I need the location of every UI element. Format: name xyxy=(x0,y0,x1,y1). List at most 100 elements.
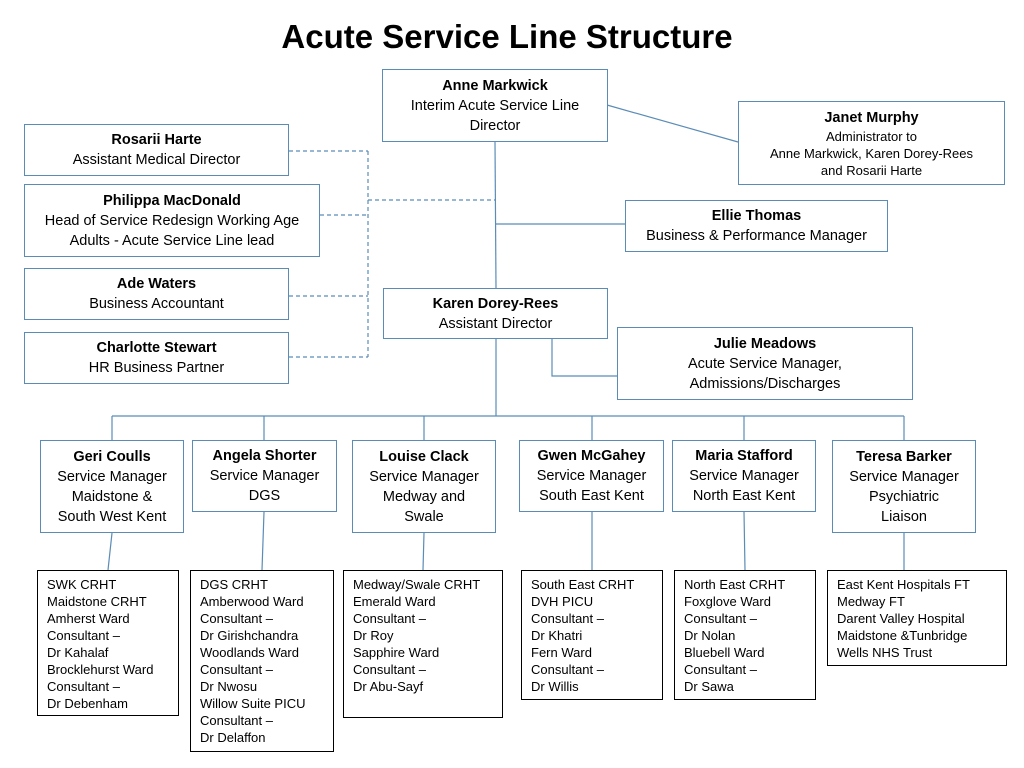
manager-box-louise: Louise Clack Service Manager Medway and … xyxy=(352,440,496,533)
advisor-box-rosarii: Rosarii Harte Assistant Medical Director xyxy=(24,124,289,176)
manager-line: Service Manager xyxy=(689,468,799,484)
assistant-director-name: Karen Dorey-Rees xyxy=(432,295,559,312)
list-item: Dr Sawa xyxy=(684,679,734,694)
administrator-role-line1: Administrator to xyxy=(825,128,918,144)
acute-manager-name: Julie Meadows xyxy=(713,335,817,352)
list-item: Dr Girishchandra xyxy=(200,628,299,643)
list-item: Dr Khatri xyxy=(531,628,583,643)
list-item: South East CRHT xyxy=(531,577,635,592)
list-item: Darent Valley Hospital xyxy=(837,611,965,626)
manager-name: Gwen McGahey xyxy=(537,448,646,464)
advisor-role: Assistant Medical Director xyxy=(72,152,241,168)
advisor-name: Ade Waters xyxy=(116,276,197,292)
list-item: Consultant – xyxy=(531,662,604,677)
advisor-role-line2: Adults - Acute Service Line lead xyxy=(69,232,275,249)
list-item: Consultant – xyxy=(200,713,273,728)
list-item: Dr Nwosu xyxy=(200,679,258,694)
acute-manager-box: Julie Meadows Acute Service Manager, Adm… xyxy=(617,327,913,400)
advisor-name: Rosarii Harte xyxy=(111,132,202,148)
manager-line: Service Manager xyxy=(369,468,479,485)
list-item: Consultant – xyxy=(47,679,120,694)
acute-manager-role-line2: Admissions/Discharges xyxy=(689,375,841,392)
manager-line: South West Kent xyxy=(57,508,167,525)
manager-line: Service Manager xyxy=(209,468,320,484)
list-item: Maidstone CRHT xyxy=(47,594,147,609)
list-item: Consultant – xyxy=(353,662,426,677)
list-item: Fern Ward xyxy=(531,645,592,660)
administrator-role-line2: Anne Markwick, Karen Dorey-Rees xyxy=(769,145,974,161)
manager-line: Service Manager xyxy=(849,468,959,485)
list-item: Dr Willis xyxy=(531,679,579,694)
advisor-box-philippa: Philippa MacDonald Head of Service Redes… xyxy=(24,184,320,257)
manager-name: Geri Coulls xyxy=(73,448,151,465)
business-manager-role: Business & Performance Manager xyxy=(646,228,867,244)
list-item: Foxglove Ward xyxy=(684,594,771,609)
assistant-director-box: Karen Dorey-Rees Assistant Director xyxy=(383,288,608,339)
list-item: Consultant – xyxy=(47,628,120,643)
list-item: Amberwood Ward xyxy=(200,594,304,609)
list-item: Consultant – xyxy=(200,662,273,677)
advisor-box-ade: Ade Waters Business Accountant xyxy=(24,268,289,320)
list-item: Dr Delaffon xyxy=(200,730,266,745)
advisor-role: HR Business Partner xyxy=(88,360,225,376)
advisor-box-charlotte: Charlotte Stewart HR Business Partner xyxy=(24,332,289,384)
director-name: Anne Markwick xyxy=(442,77,548,94)
list-item: SWK CRHT xyxy=(47,577,117,592)
manager-box-maria: Maria Stafford Service Manager North Eas… xyxy=(672,440,816,512)
manager-name: Louise Clack xyxy=(379,448,469,465)
director-role-line1: Interim Acute Service Line xyxy=(410,97,580,114)
director-box: Anne Markwick Interim Acute Service Line… xyxy=(382,69,608,142)
manager-line: Swale xyxy=(404,508,444,525)
manager-line: Maidstone & xyxy=(71,488,153,505)
page-title: Acute Service Line Structure xyxy=(281,18,733,55)
manager-line: Service Manager xyxy=(536,468,647,484)
services-list-louise: Medway/Swale CRHT Emerald Ward Consultan… xyxy=(343,570,503,718)
manager-line: Medway and xyxy=(382,488,466,505)
services-list-gwen: South East CRHT DVH PICU Consultant – Dr… xyxy=(521,570,663,700)
manager-line: South East Kent xyxy=(539,488,644,504)
list-item: North East CRHT xyxy=(684,577,786,592)
manager-line: North East Kent xyxy=(692,488,796,504)
list-item: DVH PICU xyxy=(531,594,594,609)
advisor-name: Philippa MacDonald xyxy=(103,192,241,209)
list-item: Medway/Swale CRHT xyxy=(353,577,481,592)
advisor-role: Business Accountant xyxy=(89,296,224,312)
manager-box-angela: Angela Shorter Service Manager DGS xyxy=(192,440,337,512)
list-item: Consultant – xyxy=(531,611,604,626)
manager-name: Teresa Barker xyxy=(856,448,952,465)
advisor-role-line1: Head of Service Redesign Working Age xyxy=(44,212,300,229)
list-item: Emerald Ward xyxy=(353,594,436,609)
services-list-teresa: East Kent Hospitals FT Medway FT Darent … xyxy=(827,570,1007,666)
list-item: Medway FT xyxy=(837,594,905,609)
list-item: East Kent Hospitals FT xyxy=(837,577,970,592)
list-item: Consultant – xyxy=(684,611,757,626)
services-list-maria: North East CRHT Foxglove Ward Consultant… xyxy=(674,570,816,700)
list-item: Willow Suite PICU xyxy=(200,696,306,711)
manager-box-teresa: Teresa Barker Service Manager Psychiatri… xyxy=(832,440,976,533)
services-list-angela: DGS CRHT Amberwood Ward Consultant – Dr … xyxy=(190,570,334,752)
manager-box-geri: Geri Coulls Service Manager Maidstone & … xyxy=(40,440,184,533)
list-item: Wells NHS Trust xyxy=(837,645,933,660)
director-role-line2: Director xyxy=(469,117,521,134)
manager-name: Maria Stafford xyxy=(695,448,793,464)
business-manager-name: Ellie Thomas xyxy=(711,208,802,224)
manager-line: Psychiatric xyxy=(868,488,940,505)
administrator-box: Janet Murphy Administrator to Anne Markw… xyxy=(738,101,1005,185)
list-item: Maidstone &Tunbridge xyxy=(837,628,968,643)
list-item: Consultant – xyxy=(200,611,273,626)
list-item: Dr Debenham xyxy=(47,696,128,711)
list-item: DGS CRHT xyxy=(200,577,268,592)
administrator-role-line3: and Rosarii Harte xyxy=(820,162,923,178)
manager-line: DGS xyxy=(248,488,281,504)
list-item: Sapphire Ward xyxy=(353,645,440,660)
list-item: Woodlands Ward xyxy=(200,645,299,660)
list-item: Bluebell Ward xyxy=(684,645,765,660)
list-item: Amherst Ward xyxy=(47,611,130,626)
manager-line: Liaison xyxy=(881,508,927,525)
list-item: Consultant – xyxy=(684,662,757,677)
business-manager-box: Ellie Thomas Business & Performance Mana… xyxy=(625,200,888,252)
manager-box-gwen: Gwen McGahey Service Manager South East … xyxy=(519,440,664,512)
administrator-name: Janet Murphy xyxy=(824,109,919,126)
list-item: Dr Abu-Sayf xyxy=(353,679,424,694)
